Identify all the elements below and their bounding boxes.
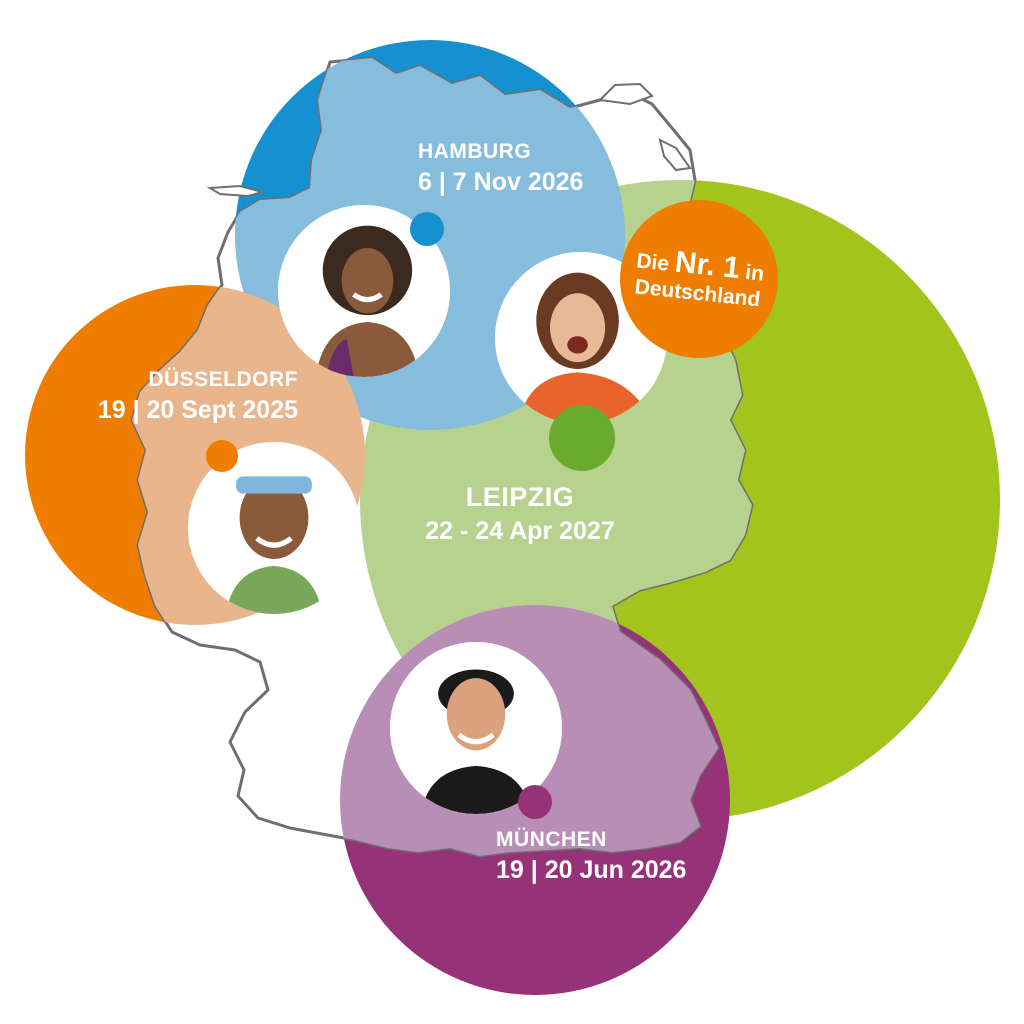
hamburg-date: 6 | 7 Nov 2026 [418, 168, 584, 196]
person-portrait-icon [278, 205, 450, 377]
leipzig-name: LEIPZIG [465, 482, 575, 512]
hamburg-location-dot [410, 212, 444, 246]
muenchen-name: MÜNCHEN [496, 828, 607, 851]
leipzig-label: LEIPZIG 22 - 24 Apr 2027 [420, 482, 620, 546]
duesseldorf-location-dot [206, 440, 238, 472]
muenchen-date: 19 | 20 Jun 2026 [496, 856, 687, 884]
duesseldorf-date: 19 | 20 Sept 2025 [97, 396, 298, 424]
hamburg-label: HAMBURG 6 | 7 Nov 2026 [418, 140, 583, 197]
person-portrait-icon [390, 642, 562, 814]
muenchen-location-dot [518, 785, 552, 819]
leipzig-date: 22 - 24 Apr 2027 [425, 517, 615, 545]
duesseldorf-name: DÜSSELDORF [148, 368, 298, 391]
duesseldorf-label: DÜSSELDORF 19 | 20 Sept 2025 [85, 368, 298, 425]
hamburg-portrait [278, 205, 450, 377]
muenchen-label: MÜNCHEN 19 | 20 Jun 2026 [496, 828, 686, 885]
hamburg-name: HAMBURG [418, 140, 532, 163]
leipzig-location-dot [549, 405, 615, 471]
